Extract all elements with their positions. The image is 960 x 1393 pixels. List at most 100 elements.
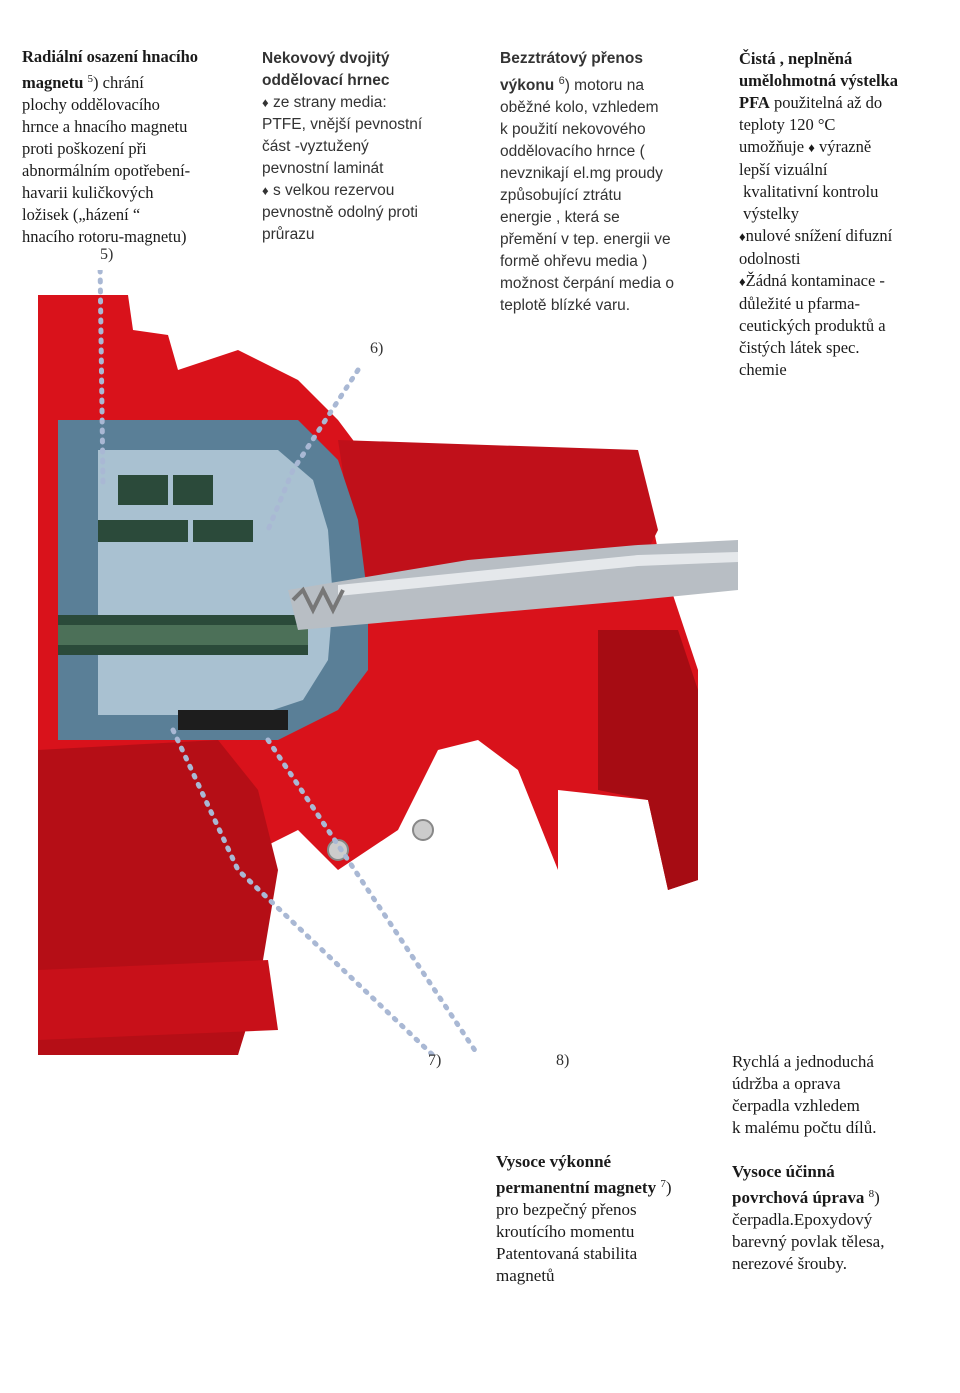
leader-lines [97,270,481,1055]
footnote-mark: 8 [868,1188,875,1200]
callout-text: nulové snížení difuzní [745,226,893,245]
inner-rotor-core [58,625,308,645]
callout-title-2: výkonu [500,77,555,94]
callout-text: čistých látek spec. [739,338,860,357]
magnet-block [193,520,253,542]
bolt [327,839,349,861]
pump-foot [38,960,278,1040]
callout-text: hnacího rotoru-magnetu) [22,227,187,246]
callout-title: Vysoce účinná [732,1162,835,1181]
callout-text: pro bezpečný přenos [496,1200,637,1219]
callout-text: teplotě blízké varu. [500,297,631,314]
callout-text: chemie [739,360,787,379]
callout-text: část -vyztužený [262,138,369,155]
callout-text: formě ohřevu media ) [500,253,648,270]
callout-text: ) chrání [93,73,144,92]
ref-label-8: 8) [556,1052,570,1069]
callout-text: důležité u pfarma- [739,294,860,313]
callout-text: čerpadla.Epoxydový [732,1210,873,1229]
callout-text: ) [874,1188,880,1207]
callout-text: plochy oddělovacího [22,95,160,114]
callout-lossless-transfer: Bezztrátový přenos výkonu 6) motoru na o… [500,48,725,317]
callout-text: umožňuje [739,137,809,156]
bullet-icon: ♦ [739,274,746,289]
footnote-mark: 5 [87,73,94,85]
callout-text: magnetů [496,1266,555,1285]
callout-surface-finish: Vysoce účinná povrchová úprava 8) čerpad… [732,1161,952,1275]
callout-title-2: povrchová úprava [732,1188,865,1207]
callout-text: abnormálním opotřebení- [22,161,191,180]
callout-title-2: permanentní magnety [496,1178,657,1197]
callout-text: k použití nekovového [500,121,646,138]
callout-text: lepší vizuální [739,160,828,179]
callout-text: možnost čerpání media o [500,275,675,292]
callout-title: Bezztrátový přenos [500,50,643,67]
callout-text: čerpadla vzhledem [732,1096,860,1115]
pump-cutaway-illustration [38,270,738,1055]
magnet-block [98,520,188,542]
magnet-block [178,710,288,730]
callout-text: energie , která se [500,209,620,226]
callout-magnets: Vysoce výkonné permanentní magnety 7) pr… [496,1151,721,1287]
bullet-icon: ♦ [262,183,269,198]
callout-text: ) motoru na [564,77,644,94]
callout-text: teploty 120 °C [739,115,836,134]
callout-title-2: oddělovací hrnec [262,72,390,89]
pfa-term: PFA [739,93,770,112]
callout-text: k malému počtu dílů. [732,1118,877,1137]
callout-text: nevznikají el.mg proudy [500,165,663,182]
footnote-mark: 7 [660,1178,666,1190]
callout-title: Vysoce výkonné [496,1152,612,1171]
callout-title: Nekovový dvojitý [262,50,390,67]
callout-text: Žádná kontaminace - [745,271,885,290]
callout-text: výstelky [739,204,800,223]
callout-text: pevnostně odolný proti [262,204,418,221]
callout-text: odolnosti [739,249,801,268]
callout-text: Rychlá a jednoduchá [732,1052,874,1071]
callout-double-pot: Nekovový dvojitý oddělovací hrnec ♦ ze s… [262,48,482,246]
spring-icon [291,585,345,615]
callout-text: kroutícího momentu [496,1222,635,1241]
callout-text: Patentovaná stabilita [496,1244,638,1263]
callout-title: Radiální osazení hnacího [22,47,199,66]
callout-text: nerezové šrouby. [732,1254,848,1273]
callout-text: oddělovacího hrnce ( [500,143,645,160]
callout-text: ) [665,1178,672,1197]
magnet-block [173,475,213,505]
callout-radial-magnet: Radiální osazení hnacího magnetu 5) chrá… [22,46,252,248]
callout-text: hrnce a hnacího magnetu [22,117,188,136]
bullet-icon: ♦ [262,95,269,110]
callout-text: havarii kuličkových [22,183,154,202]
bullet-icon: ♦ [739,229,746,244]
callout-text: průrazu [262,226,315,243]
bolt [412,819,434,841]
ref-label-6: 6) [370,340,384,357]
callout-text: oběžné kolo, vzhledem [500,99,659,116]
callout-text: ceutických produktů a [739,316,886,335]
callout-text: barevný povlak tělesa, [732,1232,885,1251]
footnote-mark: 6 [558,75,565,87]
magnet-block [118,475,168,505]
shaft-highlight [338,552,738,596]
bullet-icon: ♦ [808,140,815,155]
callout-text: pevnostní laminát [262,160,384,177]
callout-pfa-liner: Čistá , neplněná umělohmotná výstelka PF… [739,48,954,381]
callout-text: ložisek („házení “ [22,205,141,224]
callout-text: údržba a oprava [732,1074,841,1093]
callout-text: ze strany media: [268,94,387,111]
bracket-shadow [598,630,698,890]
callout-text: proti poškození při [22,139,147,158]
callout-text: s velkou rezervou [268,182,395,199]
callout-text: výrazně [814,137,872,156]
callout-text: použitelná až do [769,93,883,112]
callout-title-2: umělohmotná výstelka [739,71,899,90]
callout-title-2: magnetu [22,73,84,92]
callout-text: přemění v tep. energii ve [500,231,671,248]
callout-title: Čistá , neplněná [739,49,853,68]
callout-text: způsobující ztrátu [500,187,622,204]
callout-text: PTFE, vnější pevnostní [262,116,423,133]
callout-maintenance: Rychlá a jednoduchá údržba a oprava čerp… [732,1051,952,1139]
callout-text: kvalitativní kontrolu [739,182,879,201]
ref-label-5: 5) [100,246,114,263]
ref-label-7: 7) [428,1052,442,1069]
